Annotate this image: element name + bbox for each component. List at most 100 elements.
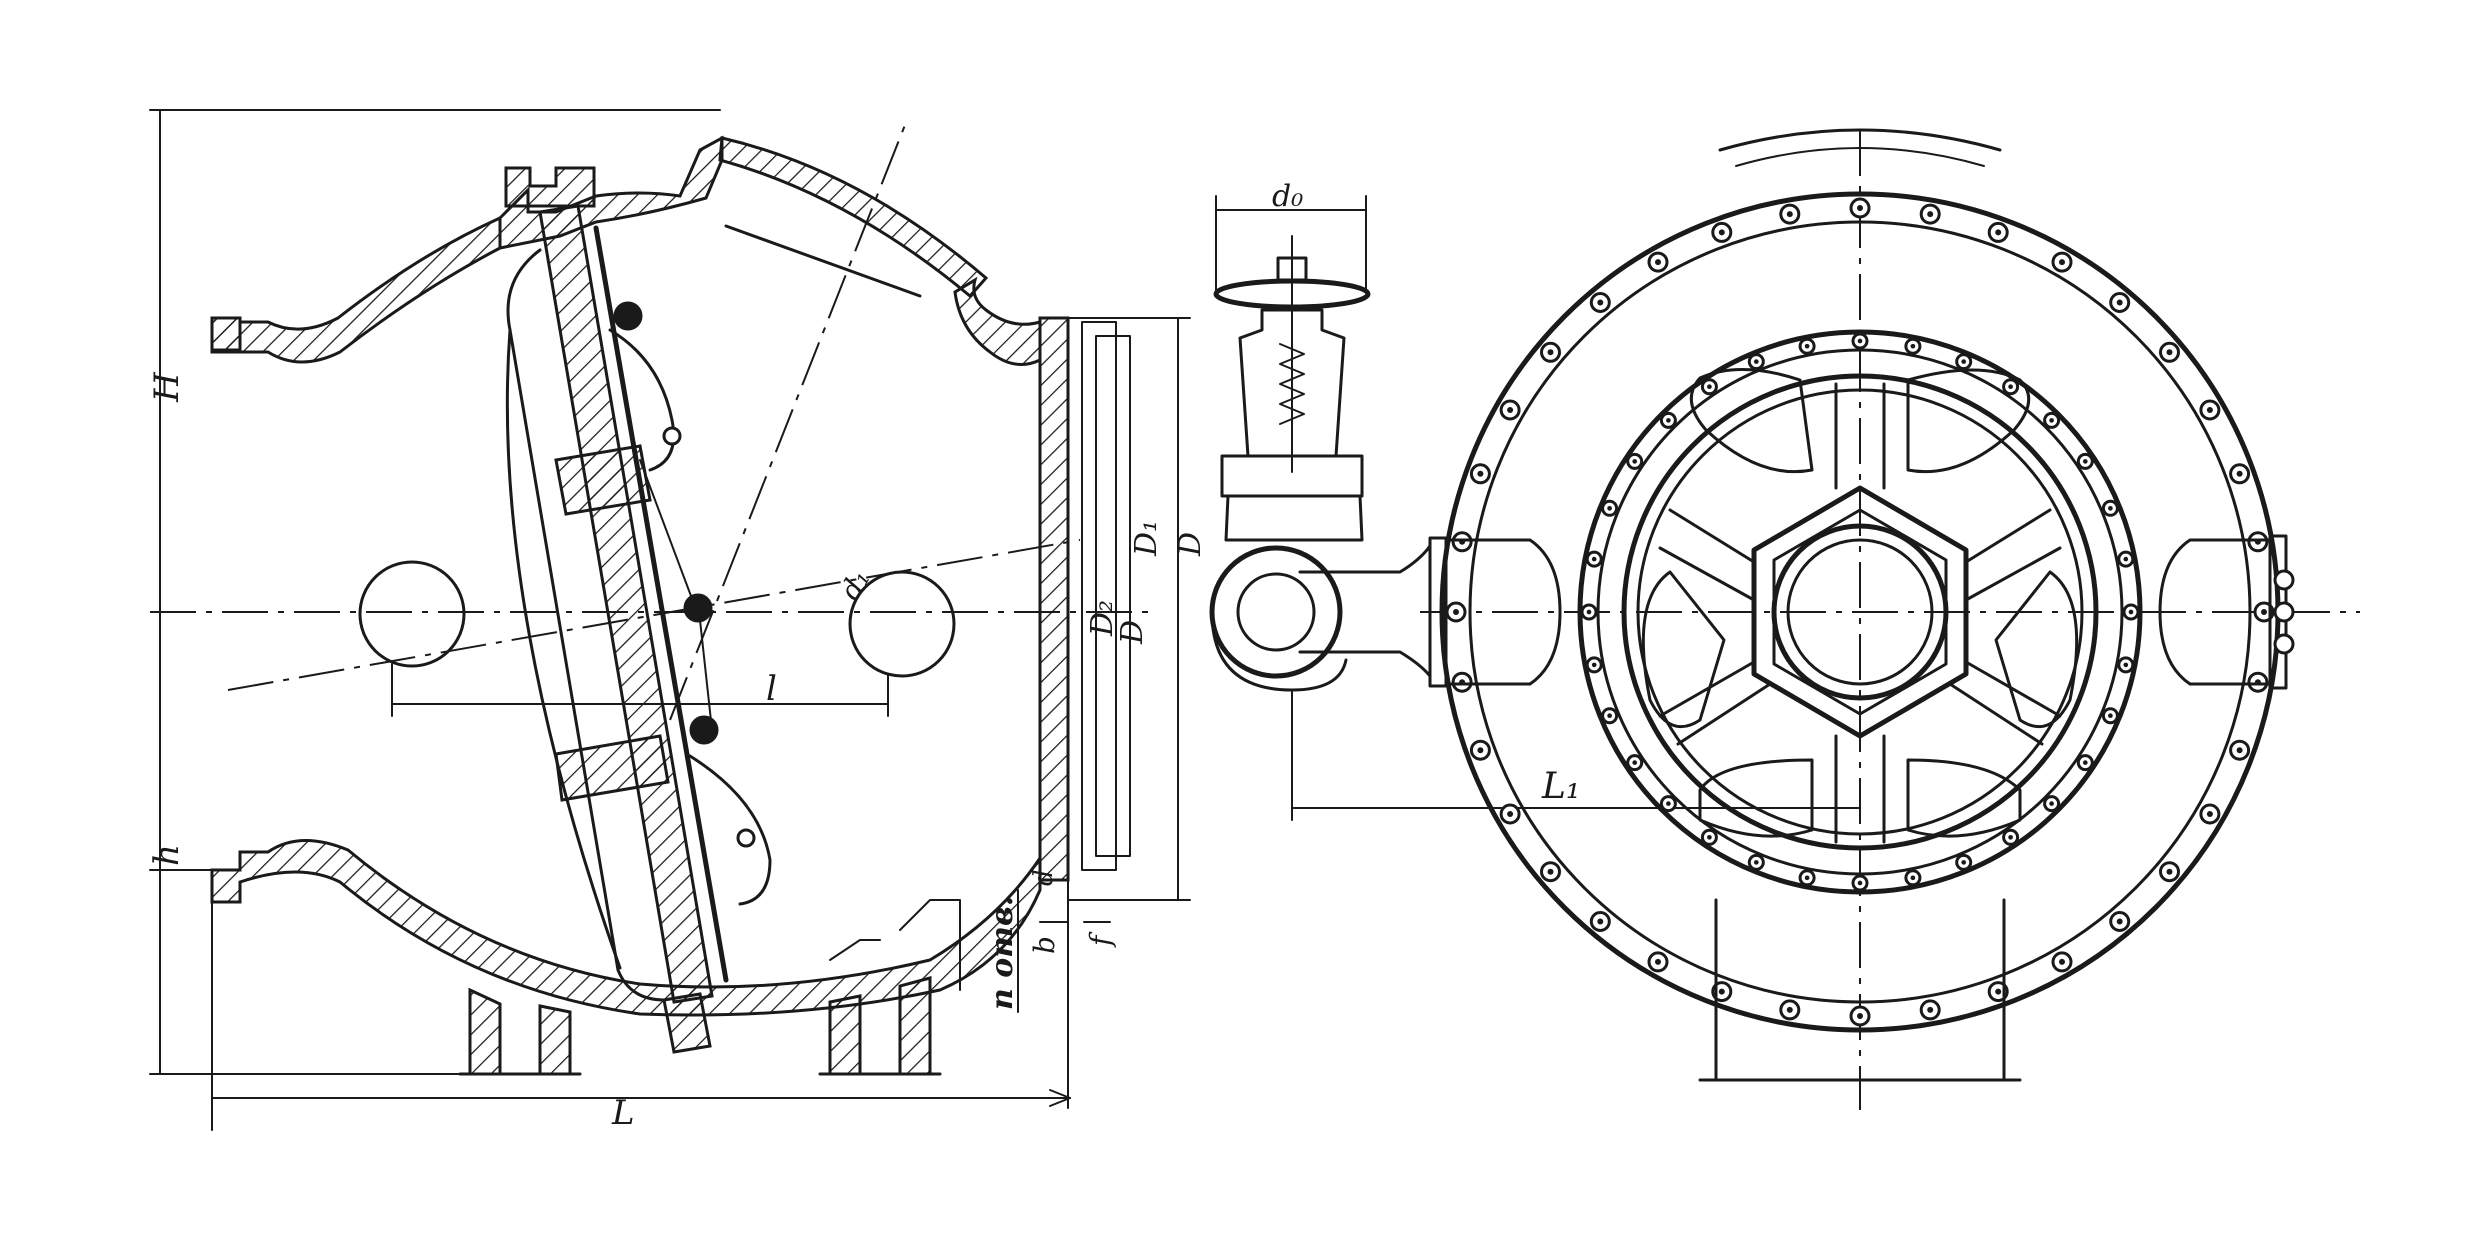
outer-bolt-center-24 <box>1597 299 1604 306</box>
end-view <box>1420 128 2360 1110</box>
outer-bolt-center-7 <box>2059 958 2065 965</box>
outer-bolt-center-30 <box>1995 229 2002 236</box>
inner-bolt-center-18 <box>1591 556 1597 562</box>
top-cover-arc <box>1718 128 2002 152</box>
spoke-top <box>1834 382 1886 490</box>
inner-bolt-center-2 <box>2123 662 2129 668</box>
lower-body-wall <box>210 839 1042 1017</box>
hinge-ball-middle <box>683 593 713 623</box>
foot-3 <box>828 994 862 1076</box>
hub-bore <box>1771 523 1949 701</box>
outer-bolt-center-4 <box>2206 811 2213 817</box>
bypass-valve: d₀ L₁ <box>1209 179 1861 821</box>
middle-flange-ring-2 <box>1596 348 2124 876</box>
foot-4 <box>898 976 932 1076</box>
dim-label-D: D <box>1173 532 1208 557</box>
inner-bolt-center-1 <box>2128 609 2134 615</box>
dim-label-D1: D₁ <box>1129 520 1164 557</box>
inner-bolt-circle <box>1580 332 2140 892</box>
disc-seat-line <box>593 225 729 983</box>
lobe-opening-5 <box>1906 758 2022 838</box>
outer-bolt-center-15 <box>1547 868 1554 875</box>
top-cover-arc-inner <box>1735 147 1985 167</box>
outer-bolt-center-32 <box>2116 299 2123 306</box>
middle-flange-ring <box>1577 329 2143 895</box>
inner-bolt-center-23 <box>1753 359 1759 364</box>
outlet-flange <box>1038 316 1070 882</box>
outer-bolt-center-6 <box>2116 918 2123 925</box>
lobe-opening-1 <box>1689 367 1814 474</box>
left-boss <box>1448 538 1562 686</box>
pivot-bolt-2 <box>736 828 756 848</box>
right-boss <box>2158 538 2272 686</box>
inner-bolt-center-6 <box>2008 834 2013 840</box>
outer-bolt-center-5 <box>2166 868 2173 875</box>
dim-label-h: h <box>147 844 187 866</box>
outer-bolt-center-14 <box>1597 918 1604 925</box>
outer-bolt-center-21 <box>1477 470 1484 477</box>
outer-bolt-center-33 <box>2166 349 2173 356</box>
lobe-opening-4 <box>1698 758 1814 838</box>
inner-bolt-center-21 <box>1666 418 1671 423</box>
bore-ring-inner <box>1636 388 2084 836</box>
outer-bolt-center-12 <box>1718 988 1725 995</box>
inner-rib-lower-2 <box>829 939 881 961</box>
disc-body-left <box>505 328 622 970</box>
inner-bolt-center-14 <box>1632 760 1638 765</box>
dim-label-d1: d₁ <box>833 564 876 606</box>
foot-2 <box>538 1004 572 1076</box>
upper-body-wall-right <box>953 276 1042 366</box>
inner-bolt-center-25 <box>1857 338 1863 344</box>
stem-spring <box>1279 343 1305 425</box>
inner-bolt-center-29 <box>2049 418 2054 423</box>
dim-label-n-otv: n отв. <box>985 896 1020 1010</box>
inner-bolt-center-10 <box>1804 875 1810 881</box>
spoke-lower-right <box>1948 660 2062 746</box>
outer-bolt-center-29 <box>1927 211 1934 218</box>
right-boss-bolt-2 <box>2273 601 2295 623</box>
inner-bolt-center-8 <box>1910 875 1916 881</box>
inner-bolt-center-4 <box>2082 760 2088 765</box>
outer-bolt-center-35 <box>2236 470 2243 477</box>
flange-face-outer <box>1081 321 1117 871</box>
disc-hub-lower <box>554 734 670 802</box>
dim-label-L: L <box>611 1093 635 1133</box>
inner-bolt-center-28 <box>2008 384 2013 390</box>
dim-label-D2: D₂ <box>1085 600 1120 637</box>
inner-bolt-center-19 <box>1607 505 1612 511</box>
sectional-view: H h L l d₁ D D₁ D₂ D d b f n отв. <box>147 109 1208 1133</box>
disc-axis <box>669 124 906 721</box>
dim-label-d0: d₀ <box>1272 179 1303 214</box>
hinge-lever <box>639 459 713 731</box>
bypass-body-lower <box>1210 610 1348 692</box>
flange-face-inner <box>1095 335 1131 857</box>
inner-bolt-center-3 <box>2108 713 2113 719</box>
hub-hexagon-inner <box>1772 508 1948 716</box>
top-cover <box>718 136 989 299</box>
inner-dash-top <box>724 224 922 298</box>
hinge-ball-top <box>613 301 643 331</box>
hinge-arm-upper <box>608 328 676 472</box>
hub-bore-inner <box>1786 538 1934 686</box>
inner-bolt-center-31 <box>2108 505 2113 511</box>
inclined-axis <box>227 539 1081 691</box>
right-opening <box>848 570 956 678</box>
bypass-body-inner <box>1236 572 1316 652</box>
outer-bolt-center-31 <box>2059 259 2065 266</box>
bypass-body-circle <box>1209 545 1343 679</box>
dim-label-L1: L₁ <box>1541 766 1580 807</box>
outer-bolt-center-9 <box>1927 1006 1934 1013</box>
dim-label-b: b <box>1028 936 1061 954</box>
disc-bottom-lug <box>662 992 712 1054</box>
inner-bolt-center-9 <box>1857 880 1863 886</box>
lobe-opening-2 <box>1906 368 2031 474</box>
right-boss-bolt-1 <box>2273 569 2295 591</box>
upper-body-wall <box>210 215 502 364</box>
outer-bolt-center-13 <box>1655 958 1661 965</box>
inner-bolt-center-24 <box>1804 343 1810 349</box>
lobe-opening-3 <box>1994 570 2079 729</box>
inner-bolt-center-16 <box>1591 662 1597 668</box>
lobe-opening-6 <box>1641 570 1726 729</box>
dim-label-f: f <box>1084 931 1117 948</box>
